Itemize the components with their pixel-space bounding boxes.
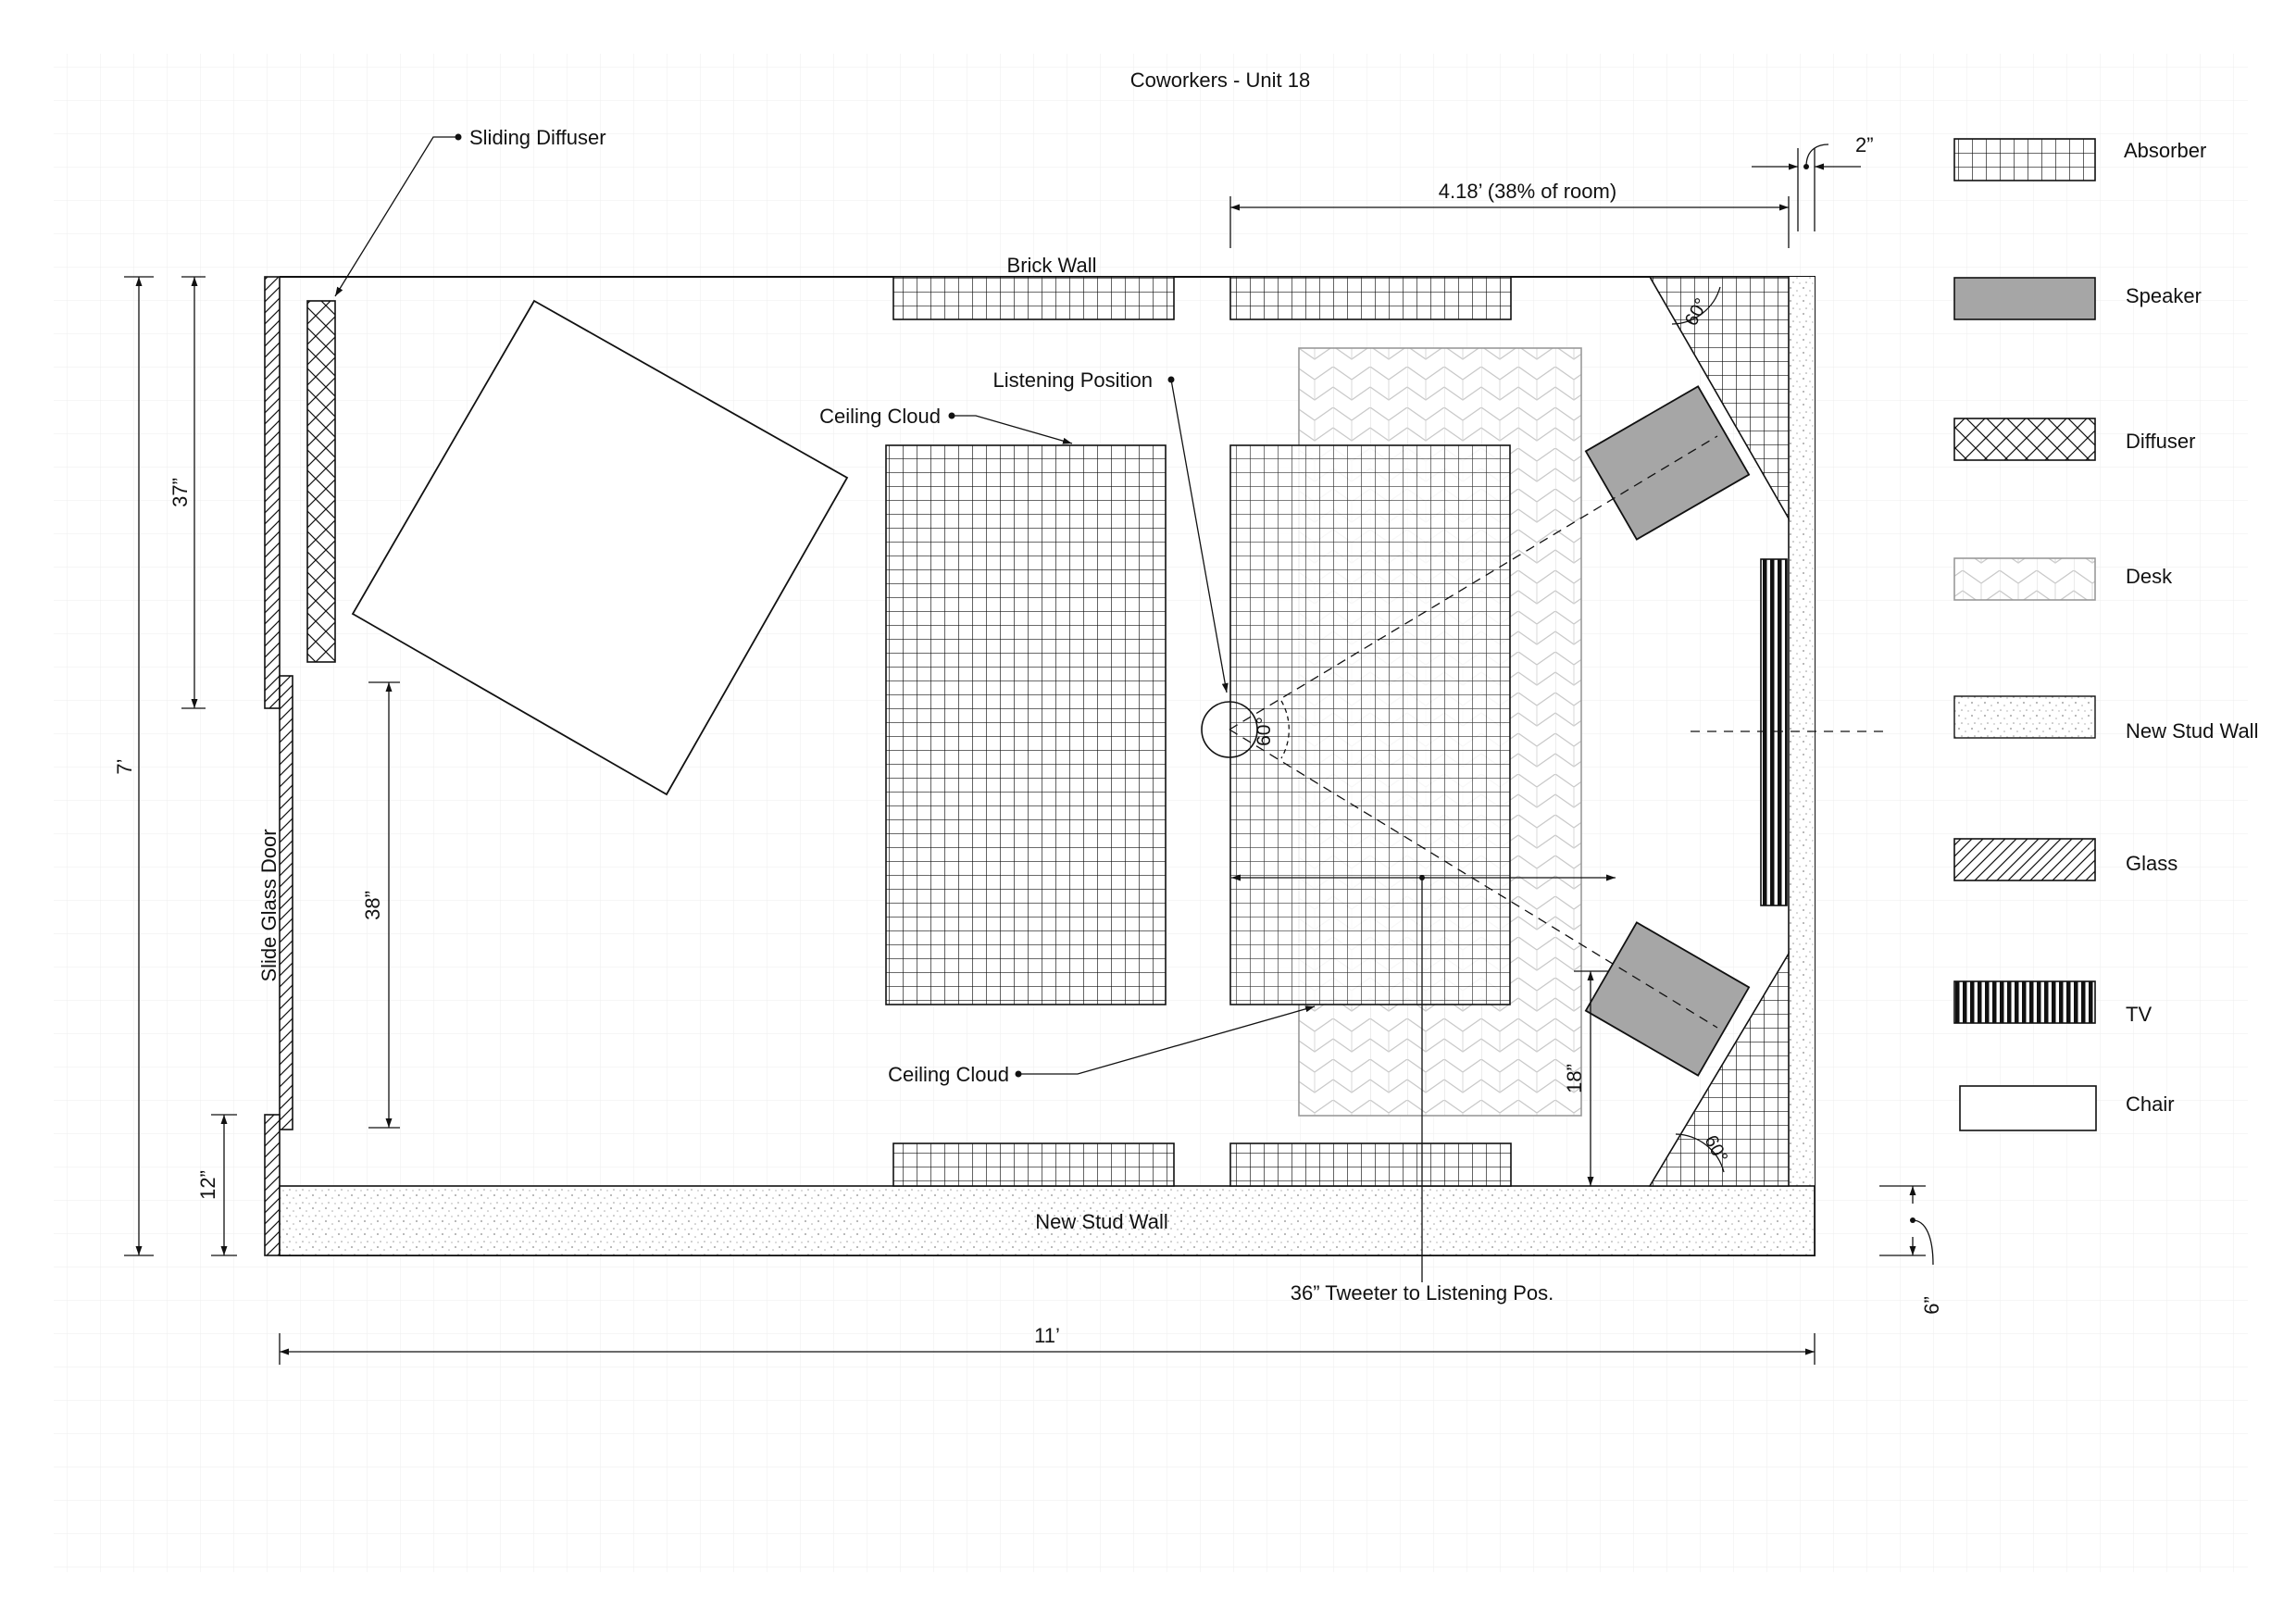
legend-label-glass: Glass [2126, 852, 2177, 875]
new-stud-wall [279, 1185, 1816, 1256]
brick-wall-label: Brick Wall [1007, 254, 1097, 277]
legend-label-absorber: Absorber [2124, 139, 2206, 162]
legend-label-studwall: New Stud Wall [2126, 719, 2258, 743]
listening-position-marker [1201, 701, 1258, 758]
callout-ceiling-cloud-top [952, 415, 1073, 444]
new-stud-wall-label: New Stud Wall [1035, 1210, 1167, 1233]
legend-item-desk: Desk [1953, 557, 2173, 601]
angle-arc-bottom [1675, 1133, 1725, 1173]
glass-wall-lower [264, 1114, 281, 1256]
dim-speaker-offset-label: 18” [1563, 1064, 1586, 1093]
ceiling-cloud-top-label: Ceiling Cloud [819, 405, 941, 428]
listening-position-label: Listening Position [993, 368, 1153, 392]
absorber-bottom-right [1229, 1142, 1512, 1187]
angle-arc-top [1671, 286, 1721, 325]
dim-height-lower-label: 12” [196, 1170, 219, 1200]
legend-item-absorber: Absorber [1953, 138, 2206, 181]
legend-swatch-studwall [1953, 695, 2096, 739]
legend-item-glass: Glass [1953, 838, 2177, 881]
legend-label-desk: Desk [2126, 565, 2173, 588]
right-stud-wall [1789, 277, 1815, 1223]
dim-height-total-label: 7’ [113, 758, 136, 774]
legend-item-chair: Chair [1959, 1085, 2175, 1131]
glass-wall-upper [264, 276, 281, 709]
dim-width-total-label: 11’ [1034, 1324, 1060, 1347]
dim-tweeter-label: 36” Tweeter to Listening Pos. [1291, 1281, 1554, 1305]
legend: Absorber Speaker Diffuser Desk New Stud … [1953, 138, 2258, 1131]
dim-height-door-label: 38” [361, 891, 384, 920]
ceiling-cloud-bottom-label: Ceiling Cloud [888, 1063, 1009, 1086]
ceiling-cloud-left [885, 444, 1167, 1005]
dim-stud-leader [1912, 1219, 1934, 1266]
speaker-bottom [1584, 921, 1751, 1077]
legend-swatch-desk [1953, 557, 2096, 601]
legend-swatch-absorber [1953, 138, 2096, 181]
sliding-diffuser-label: Sliding Diffuser [469, 126, 606, 149]
legend-label-tv: TV [2126, 1003, 2152, 1026]
angle-listen-label: 60° [1254, 717, 1275, 746]
legend-label-chair: Chair [2126, 1092, 2175, 1116]
legend-item-new-stud-wall: New Stud Wall [1953, 695, 2258, 743]
absorber-bottom-left [892, 1142, 1175, 1187]
callout-sliding-diffuser [334, 136, 458, 297]
dim-room-fraction-label: 4.18’ (38% of room) [1439, 180, 1616, 203]
absorber-top-left [892, 276, 1175, 320]
legend-swatch-tv [1953, 980, 2096, 1024]
slide-glass-door [279, 675, 293, 1130]
slide-glass-door-label: Slide Glass Door [257, 829, 281, 981]
corner-trap-bottom [1648, 951, 1790, 1187]
legend-item-diffuser: Diffuser [1953, 418, 2195, 461]
dim-gap-label: 2” [1855, 133, 1874, 156]
speaker-top [1584, 385, 1751, 541]
legend-swatch-chair [1959, 1085, 2097, 1131]
legend-label-speaker: Speaker [2126, 284, 2202, 307]
legend-swatch-speaker [1953, 277, 2096, 320]
chair [351, 299, 849, 796]
callout-listening-position [1170, 379, 1229, 693]
corner-trap-top [1648, 276, 1790, 521]
legend-swatch-glass [1953, 838, 2096, 881]
listening-line-top [1229, 435, 1718, 730]
ceiling-cloud-right [1229, 444, 1511, 1005]
legend-item-tv: TV [1953, 980, 2152, 1026]
legend-swatch-diffuser [1953, 418, 2096, 461]
angle-arc-listen [1280, 700, 1290, 759]
tv [1760, 558, 1788, 906]
legend-label-diffuser: Diffuser [2126, 430, 2195, 453]
sliding-diffuser [306, 300, 336, 663]
absorber-top-right [1229, 276, 1512, 320]
legend-item-speaker: Speaker [1953, 277, 2202, 320]
dim-stud-label: 6” [1920, 1296, 1943, 1315]
dim-gap-leader [1805, 144, 1829, 168]
callout-ceiling-cloud-bottom [1018, 1005, 1316, 1075]
dim-height-upper-label: 37” [168, 478, 192, 507]
page-title: Coworkers - Unit 18 [1130, 69, 1310, 92]
